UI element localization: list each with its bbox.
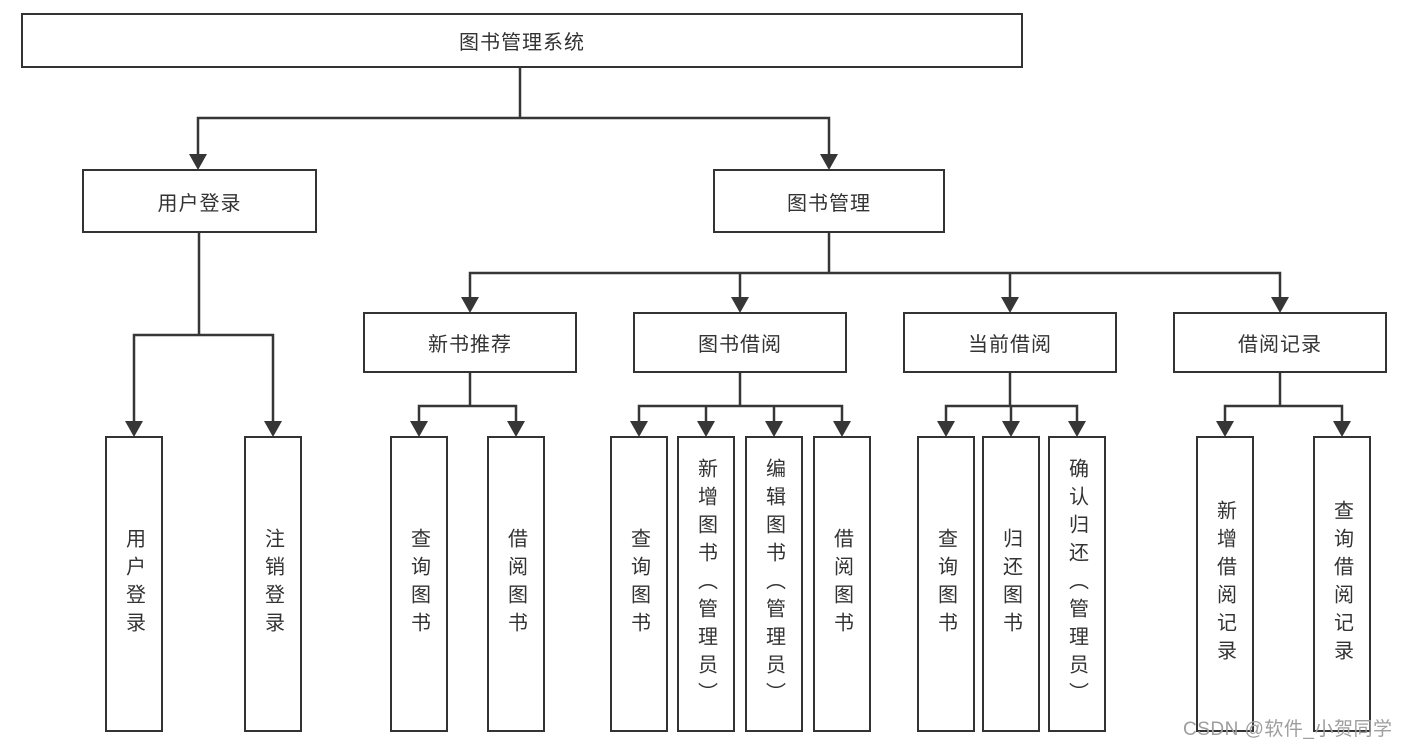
node-current-borrowing: 当前借阅 <box>903 312 1117 373</box>
node-leaf-add-borrow-record: 新增借阅记录 <box>1196 436 1254 732</box>
node-borrowing-records: 借阅记录 <box>1173 312 1387 373</box>
node-book-management: 图书管理 <box>713 169 945 233</box>
node-label: 图书管理 <box>787 192 871 215</box>
csdn-watermark: CSDN @软件_小贺同学 <box>1183 719 1393 740</box>
node-new-book-recommend: 新书推荐 <box>363 312 577 373</box>
node-root-label: 图书管理系统 <box>459 32 585 54</box>
node-leaf-borrow-books-borrowing: 借阅图书 <box>813 436 871 732</box>
node-root-system: 图书管理系统 <box>21 13 1023 68</box>
node-label: 查询借阅记录 <box>1330 500 1353 668</box>
connector-userlogin-to-leaves <box>125 233 282 437</box>
connector-recommend-to-leaves <box>410 373 525 437</box>
node-label: 编辑图书（管理员） <box>762 458 785 710</box>
node-label: 用户登录 <box>122 528 145 640</box>
node-label: 借阅图书 <box>504 528 527 640</box>
node-label: 借阅图书 <box>830 528 853 640</box>
node-leaf-query-books-borrowing: 查询图书 <box>610 436 668 732</box>
node-label: 用户登录 <box>157 192 242 215</box>
connector-records-to-leaves <box>1216 373 1351 437</box>
node-leaf-user-login: 用户登录 <box>105 436 163 732</box>
node-leaf-query-borrow-record: 查询借阅记录 <box>1313 436 1371 732</box>
node-label: 新增借阅记录 <box>1213 500 1236 668</box>
connector-borrowing-to-leaves <box>630 373 851 437</box>
node-leaf-confirm-return-admin: 确认归还（管理员） <box>1048 436 1106 732</box>
node-leaf-query-books-recommend: 查询图书 <box>390 436 448 732</box>
connector-root-to-level2 <box>189 68 838 170</box>
node-label: 新增图书（管理员） <box>694 458 717 710</box>
node-user-login: 用户登录 <box>82 169 317 233</box>
node-label: 借阅记录 <box>1238 334 1322 356</box>
node-label: 查询图书 <box>934 528 957 640</box>
node-label: 查询图书 <box>407 528 430 640</box>
node-label: 注销登录 <box>261 528 284 640</box>
node-leaf-return-books: 归还图书 <box>982 436 1040 732</box>
node-leaf-logout: 注销登录 <box>244 436 302 732</box>
node-label: 当前借阅 <box>968 334 1052 356</box>
node-leaf-query-books-current: 查询图书 <box>917 436 975 732</box>
node-label: 确认归还（管理员） <box>1065 458 1088 710</box>
connector-bookmgmt-to-level3 <box>461 233 1289 313</box>
node-label: 图书借阅 <box>698 334 782 356</box>
connector-current-to-leaves <box>937 373 1086 437</box>
node-leaf-borrow-books-recommend: 借阅图书 <box>487 436 545 732</box>
node-book-borrowing: 图书借阅 <box>633 312 847 373</box>
node-leaf-edit-books-admin: 编辑图书（管理员） <box>745 436 803 732</box>
node-label: 归还图书 <box>999 528 1022 640</box>
node-label: 新书推荐 <box>428 334 512 356</box>
node-leaf-add-books-admin: 新增图书（管理员） <box>677 436 735 732</box>
node-label: 查询图书 <box>627 528 650 640</box>
